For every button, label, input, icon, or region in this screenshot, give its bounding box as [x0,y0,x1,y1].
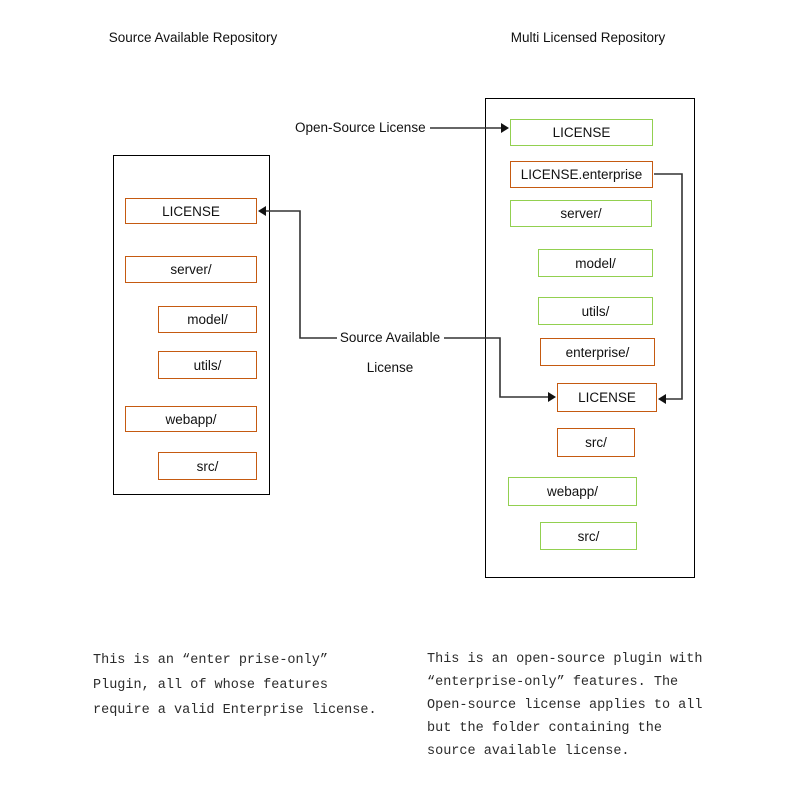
source-available-license-label-line1: Source Available [339,330,441,345]
right-folder-model: model/ [538,249,653,277]
left-note-line3: require a valid Enterprise license. [93,703,377,718]
right-file-license-opensource: LICENSE [510,119,653,146]
left-folder-model: model/ [158,306,257,333]
left-folder-webapp: webapp/ [125,406,257,432]
right-folder-src-enterprise: src/ [557,428,635,457]
right-file-license-enterprise: LICENSE.enterprise [510,161,653,188]
left-note-line2: Plugin, all of whose features [93,678,328,693]
right-file-license-sourceavailable: LICENSE [557,383,657,412]
right-folder-utils: utils/ [538,297,653,325]
left-folder-server: server/ [125,256,257,283]
right-folder-src: src/ [540,522,637,550]
left-repo-note: This is an “enter prise-only” Plugin, al… [93,648,377,723]
left-file-license: LICENSE [125,198,257,224]
right-repo-title: Multi Licensed Repository [510,30,666,45]
right-folder-enterprise: enterprise/ [540,338,655,366]
right-note-line2: “enterprise-only” features. The [427,675,679,690]
left-folder-utils: utils/ [158,351,257,379]
right-folder-webapp: webapp/ [508,477,637,506]
right-folder-server: server/ [510,200,652,227]
left-note-line1: This is an “enter prise-only” [93,653,328,668]
right-repo-note: This is an open-source plugin with “ente… [427,648,702,763]
right-note-line3: Open-source license applies to all [427,698,703,713]
open-source-license-label: Open-Source License [295,120,426,135]
left-folder-src: src/ [158,452,257,480]
left-repo-title: Source Available Repository [108,30,278,45]
right-note-line1: This is an open-source plugin with [427,652,703,667]
source-available-license-label-line2: License [366,360,414,375]
right-note-line4: but the folder containing the [427,721,662,736]
right-note-line5: source available license. [427,744,630,759]
